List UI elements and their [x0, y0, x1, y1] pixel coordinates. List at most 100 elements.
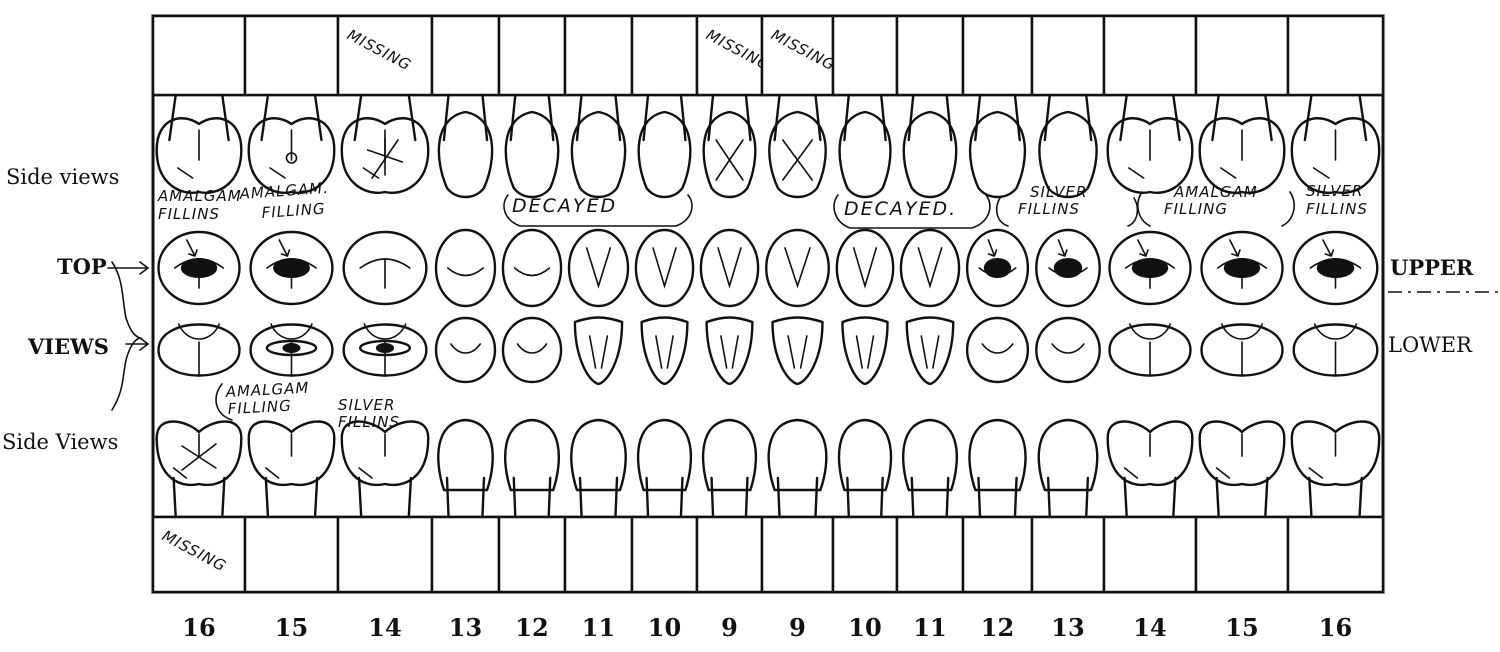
upper-top-tooth-12[interactable]: [967, 230, 1028, 306]
lower-side-tooth-3[interactable]: [342, 422, 428, 518]
upper-side-tooth-14[interactable]: [1108, 95, 1193, 193]
lower-top-tooth-16[interactable]: [1294, 324, 1378, 376]
lower-top-tooth-5[interactable]: [503, 318, 561, 382]
upper-box-10[interactable]: [833, 16, 897, 95]
lower-top-tooth-2[interactable]: [251, 324, 333, 376]
upper-box-11[interactable]: [897, 16, 963, 95]
upper-top-tooth-11[interactable]: [901, 230, 959, 306]
lower-box-2[interactable]: [245, 517, 338, 592]
lower-box-9[interactable]: [762, 517, 833, 592]
label-side-views-upper: Side views: [6, 165, 119, 189]
lower-side-tooth-12[interactable]: [969, 420, 1025, 517]
lower-top-tooth-7[interactable]: [642, 318, 688, 385]
lower-top-tooth-9[interactable]: [773, 318, 823, 385]
lower-side-tooth-4[interactable]: [438, 420, 492, 517]
upper-top-tooth-6[interactable]: [569, 230, 628, 306]
lower-box-13[interactable]: [1032, 517, 1104, 592]
lower-box-14[interactable]: [1104, 517, 1196, 592]
annotation-silver-fillings-2a: SILVER: [1306, 182, 1363, 200]
upper-top-tooth-10[interactable]: [837, 230, 893, 306]
upper-box-7[interactable]: [632, 16, 697, 95]
lower-side-tooth-5[interactable]: [505, 420, 559, 517]
lower-top-tooth-4[interactable]: [436, 318, 495, 382]
upper-side-tooth-7[interactable]: [639, 95, 691, 197]
lower-box-4[interactable]: [432, 517, 499, 592]
lower-top-tooth-14[interactable]: [1110, 324, 1191, 376]
lower-box-10[interactable]: [833, 517, 897, 592]
lower-top-tooth-6[interactable]: [575, 318, 622, 385]
lower-side-tooth-6[interactable]: [571, 420, 625, 517]
tooth-number-10: 10: [848, 613, 881, 642]
tooth-number-16: 16: [1319, 613, 1352, 642]
upper-box-6[interactable]: [565, 16, 632, 95]
upper-side-tooth-10[interactable]: [840, 95, 891, 197]
lower-top-tooth-3[interactable]: [344, 324, 427, 376]
lower-top-tooth-11[interactable]: [907, 318, 953, 385]
lower-box-5[interactable]: [499, 517, 565, 592]
lower-side-tooth-13[interactable]: [1039, 420, 1098, 517]
tooth-number-6: 11: [582, 613, 615, 642]
upper-side-tooth-9[interactable]: [769, 95, 825, 197]
upper-box-2[interactable]: [245, 16, 338, 95]
tooth-number-7: 10: [648, 613, 681, 642]
lower-box-8[interactable]: [697, 517, 762, 592]
lower-side-tooth-2[interactable]: [249, 422, 335, 518]
lower-top-tooth-10[interactable]: [842, 318, 887, 385]
upper-side-tooth-15[interactable]: [1200, 95, 1285, 193]
upper-top-tooth-1[interactable]: [159, 232, 240, 304]
lower-box-12[interactable]: [963, 517, 1032, 592]
upper-top-tooth-5[interactable]: [503, 230, 561, 306]
upper-box-13[interactable]: [1032, 16, 1104, 95]
lower-side-tooth-11[interactable]: [903, 420, 957, 517]
upper-side-tooth-2[interactable]: [249, 95, 335, 193]
lower-top-tooth-12[interactable]: [967, 318, 1028, 382]
upper-top-tooth-16[interactable]: [1294, 232, 1378, 304]
upper-side-tooth-1[interactable]: [157, 95, 242, 193]
upper-box-4[interactable]: [432, 16, 499, 95]
annotation-silver-fillings-1a: SILVER: [1030, 183, 1087, 201]
upper-box-12[interactable]: [963, 16, 1032, 95]
upper-top-tooth-8[interactable]: [701, 230, 758, 306]
upper-side-tooth-3[interactable]: [342, 95, 428, 193]
lower-side-tooth-1[interactable]: [157, 422, 242, 518]
lower-top-tooth-8[interactable]: [707, 318, 753, 385]
upper-box-15[interactable]: [1196, 16, 1288, 95]
lower-box-11[interactable]: [897, 517, 963, 592]
upper-top-tooth-2[interactable]: [251, 232, 333, 304]
lower-box-3[interactable]: [338, 517, 432, 592]
lower-box-15[interactable]: [1196, 517, 1288, 592]
lower-side-tooth-14[interactable]: [1108, 422, 1193, 518]
upper-side-tooth-16[interactable]: [1292, 95, 1379, 193]
upper-side-tooth-4[interactable]: [439, 95, 492, 197]
lower-side-tooth-8[interactable]: [703, 420, 756, 517]
upper-side-tooth-12[interactable]: [970, 95, 1025, 197]
upper-top-tooth-3[interactable]: [344, 232, 427, 304]
upper-top-tooth-9[interactable]: [766, 230, 828, 306]
upper-top-tooth-13[interactable]: [1036, 230, 1099, 306]
upper-top-tooth-7[interactable]: [636, 230, 693, 306]
lower-box-7[interactable]: [632, 517, 697, 592]
lower-side-tooth-10[interactable]: [839, 420, 891, 517]
upper-side-tooth-13[interactable]: [1039, 95, 1096, 197]
lower-box-16[interactable]: [1288, 517, 1383, 592]
upper-top-tooth-4[interactable]: [436, 230, 495, 306]
lower-top-tooth-15[interactable]: [1202, 324, 1283, 376]
lower-top-tooth-1[interactable]: [159, 324, 240, 376]
upper-top-tooth-15[interactable]: [1202, 232, 1283, 304]
lower-box-6[interactable]: [565, 517, 632, 592]
upper-top-tooth-14[interactable]: [1110, 232, 1191, 304]
upper-side-tooth-11[interactable]: [904, 95, 956, 197]
upper-box-5[interactable]: [499, 16, 565, 95]
annotation-silver-fillings-1b: FILLINS: [1018, 200, 1080, 218]
lower-side-tooth-16[interactable]: [1292, 422, 1379, 518]
lower-side-tooth-9[interactable]: [769, 420, 827, 517]
lower-side-tooth-7[interactable]: [638, 420, 691, 517]
upper-box-1[interactable]: [153, 16, 245, 95]
upper-side-tooth-6[interactable]: [572, 95, 625, 197]
upper-side-tooth-5[interactable]: [506, 95, 558, 197]
upper-box-14[interactable]: [1104, 16, 1196, 95]
upper-side-tooth-8[interactable]: [704, 95, 756, 197]
lower-top-tooth-13[interactable]: [1036, 318, 1099, 382]
lower-side-tooth-15[interactable]: [1200, 422, 1285, 518]
upper-box-16[interactable]: [1288, 16, 1383, 95]
